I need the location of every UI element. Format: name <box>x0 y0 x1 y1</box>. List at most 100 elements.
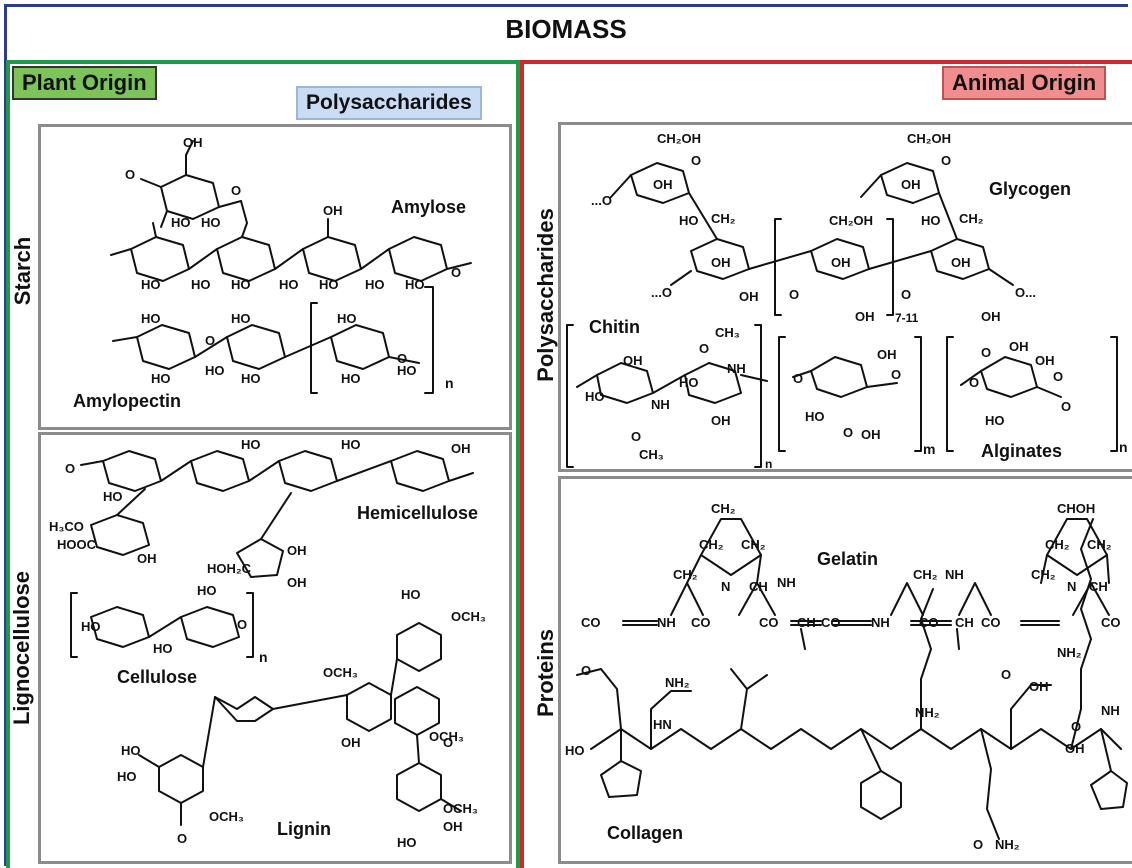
svg-text:NH: NH <box>871 615 890 630</box>
animal-origin-tag: Animal Origin <box>942 66 1107 100</box>
svg-text:CH₃: CH₃ <box>639 447 664 462</box>
svg-text:CH₂: CH₂ <box>1031 567 1056 582</box>
svg-text:HO: HO <box>151 371 171 386</box>
svg-text:O: O <box>397 351 407 366</box>
svg-text:O: O <box>125 167 135 182</box>
svg-text:CH₂: CH₂ <box>699 537 724 552</box>
svg-text:HO: HO <box>365 277 385 292</box>
svg-text:O: O <box>1001 667 1011 682</box>
svg-text:O: O <box>973 837 983 852</box>
svg-text:O: O <box>443 735 453 750</box>
svg-text:CO: CO <box>1101 615 1121 630</box>
svg-text:OCH₃: OCH₃ <box>429 729 464 744</box>
svg-text:O: O <box>789 287 799 302</box>
alginates-subscript-m: m <box>923 441 936 457</box>
svg-text:HO: HO <box>197 583 217 598</box>
svg-text:CO: CO <box>821 615 841 630</box>
svg-text:HO: HO <box>805 409 825 424</box>
glycogen-name: Glycogen <box>989 179 1072 199</box>
svg-text:HO: HO <box>921 213 941 228</box>
svg-text:HO: HO <box>81 619 101 634</box>
svg-text:OH: OH <box>451 441 471 456</box>
svg-text:O: O <box>901 287 911 302</box>
svg-text:HO: HO <box>397 363 417 378</box>
svg-text:OH: OH <box>443 819 463 834</box>
svg-text:CH₂OH: CH₂OH <box>657 131 701 146</box>
svg-text:NH₂: NH₂ <box>1057 645 1082 660</box>
svg-text:HO: HO <box>279 277 299 292</box>
svg-text:HO: HO <box>191 277 211 292</box>
svg-text:HO: HO <box>201 215 221 230</box>
svg-text:CO: CO <box>581 615 601 630</box>
plant-region <box>6 60 520 868</box>
svg-text:OH: OH <box>1035 353 1055 368</box>
svg-text:OH: OH <box>855 309 875 324</box>
cellulose-subscript: n <box>259 649 268 665</box>
animal-polysaccharides-label: Polysaccharides <box>533 208 558 382</box>
svg-text:OH: OH <box>901 177 921 192</box>
svg-text:CH: CH <box>797 615 816 630</box>
svg-text:CO: CO <box>759 615 779 630</box>
svg-text:OH: OH <box>1029 679 1049 694</box>
svg-text:HO: HO <box>585 389 605 404</box>
chitin-subscript: n <box>765 457 773 471</box>
gelatin-collagen-structure: CH₂ CH₂ CH₂ N CH CH₂ CO NH CO CO NH CH C… <box>565 501 1128 852</box>
plant-polysaccharides-tag: Polysaccharides <box>296 86 482 120</box>
alginates-name: Alginates <box>981 441 1063 461</box>
svg-text:CH₂: CH₂ <box>741 537 766 552</box>
svg-text:CH₂: CH₂ <box>711 211 736 226</box>
svg-text:OH: OH <box>341 735 361 750</box>
svg-text:NH: NH <box>651 397 670 412</box>
svg-text:NH₂: NH₂ <box>665 675 690 690</box>
svg-text:CH₂: CH₂ <box>913 567 938 582</box>
svg-text:O: O <box>1071 719 1081 734</box>
svg-text:O: O <box>237 617 247 632</box>
svg-text:HN: HN <box>653 717 672 732</box>
svg-text:OH: OH <box>951 255 971 270</box>
svg-text:OCH₃: OCH₃ <box>451 609 486 624</box>
svg-text:OH: OH <box>137 551 157 566</box>
alginates-subscript-n: n <box>1119 439 1128 455</box>
svg-text:OCH₃: OCH₃ <box>323 665 358 680</box>
chitin-name: Chitin <box>589 317 640 337</box>
svg-text:OCH₃: OCH₃ <box>209 809 244 824</box>
svg-text:CH: CH <box>749 579 768 594</box>
svg-text:HO: HO <box>231 311 251 326</box>
svg-text:OH: OH <box>711 413 731 428</box>
svg-text:N: N <box>1067 579 1076 594</box>
svg-text:HOH₂C: HOH₂C <box>207 561 252 576</box>
svg-text:HO: HO <box>565 743 585 758</box>
svg-text:NH: NH <box>657 615 676 630</box>
proteins-label: Proteins <box>533 628 558 718</box>
hemicellulose-name: Hemicellulose <box>357 503 479 523</box>
svg-text:HO: HO <box>103 489 123 504</box>
lignin-name: Lignin <box>277 819 331 839</box>
svg-text:HO: HO <box>241 371 261 386</box>
outer-frame <box>4 4 1128 866</box>
starch-label: Starch <box>10 236 35 306</box>
svg-text:O: O <box>691 153 701 168</box>
svg-text:HO: HO <box>405 277 425 292</box>
svg-text:O: O <box>231 183 241 198</box>
svg-text:CH: CH <box>955 615 974 630</box>
amylopectin-name: Amylopectin <box>73 391 182 411</box>
svg-text:O: O <box>451 265 461 280</box>
svg-text:HO: HO <box>679 375 699 390</box>
svg-text:CH₂: CH₂ <box>1087 537 1112 552</box>
svg-text:HO: HO <box>337 311 357 326</box>
svg-text:CH₂: CH₂ <box>673 567 698 582</box>
glycogen-chitin-alginate-structure: CH₂OH CH₂OH CH₂OH ...O OH HO CH₂ O OH HO… <box>566 131 1118 468</box>
hemicellulose-structure: O HO HO HO OH H₃CO HOOC OH HOH₂C OH OH H… <box>49 437 486 850</box>
svg-text:HO: HO <box>121 743 141 758</box>
svg-text:HO: HO <box>401 587 421 602</box>
svg-text:CH₃: CH₃ <box>715 325 740 340</box>
svg-text:O: O <box>941 153 951 168</box>
svg-text:CH₂OH: CH₂OH <box>907 131 951 146</box>
svg-text:CO: CO <box>981 615 1001 630</box>
svg-text:NH: NH <box>727 361 746 376</box>
svg-text:NH: NH <box>945 567 964 582</box>
svg-text:HO: HO <box>141 311 161 326</box>
svg-text:NH₂: NH₂ <box>915 705 940 720</box>
svg-text:CO: CO <box>919 615 939 630</box>
svg-text:OH: OH <box>877 347 897 362</box>
